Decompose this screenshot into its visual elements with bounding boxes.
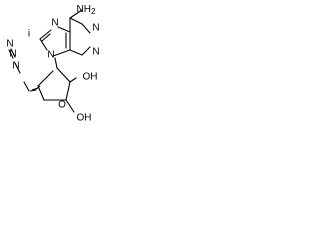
n3-label: N <box>92 47 99 58</box>
ribose-ring <box>37 57 77 113</box>
n9-label: N <box>47 50 54 61</box>
hydroxyl-label-2: OH <box>83 72 98 83</box>
ring-oxygen-label: O <box>58 100 66 111</box>
n1-label: N <box>92 23 99 34</box>
azide-n1-label: N <box>12 61 19 72</box>
azido-adenosine-structure: NH2 N N N N i O OH OH N N N <box>6 4 99 124</box>
azidomethyl-group <box>8 48 41 92</box>
pyrimidine-ring <box>65 9 91 56</box>
amino-label: NH2 <box>77 4 96 16</box>
isotope-label: i <box>28 29 30 40</box>
n7-label: N <box>51 18 58 29</box>
hydroxyl-label-3: OH <box>77 113 92 124</box>
azide-n2-label: N <box>9 49 16 60</box>
azide-n3-label: N <box>6 39 13 50</box>
imidazole-ring <box>39 26 71 57</box>
